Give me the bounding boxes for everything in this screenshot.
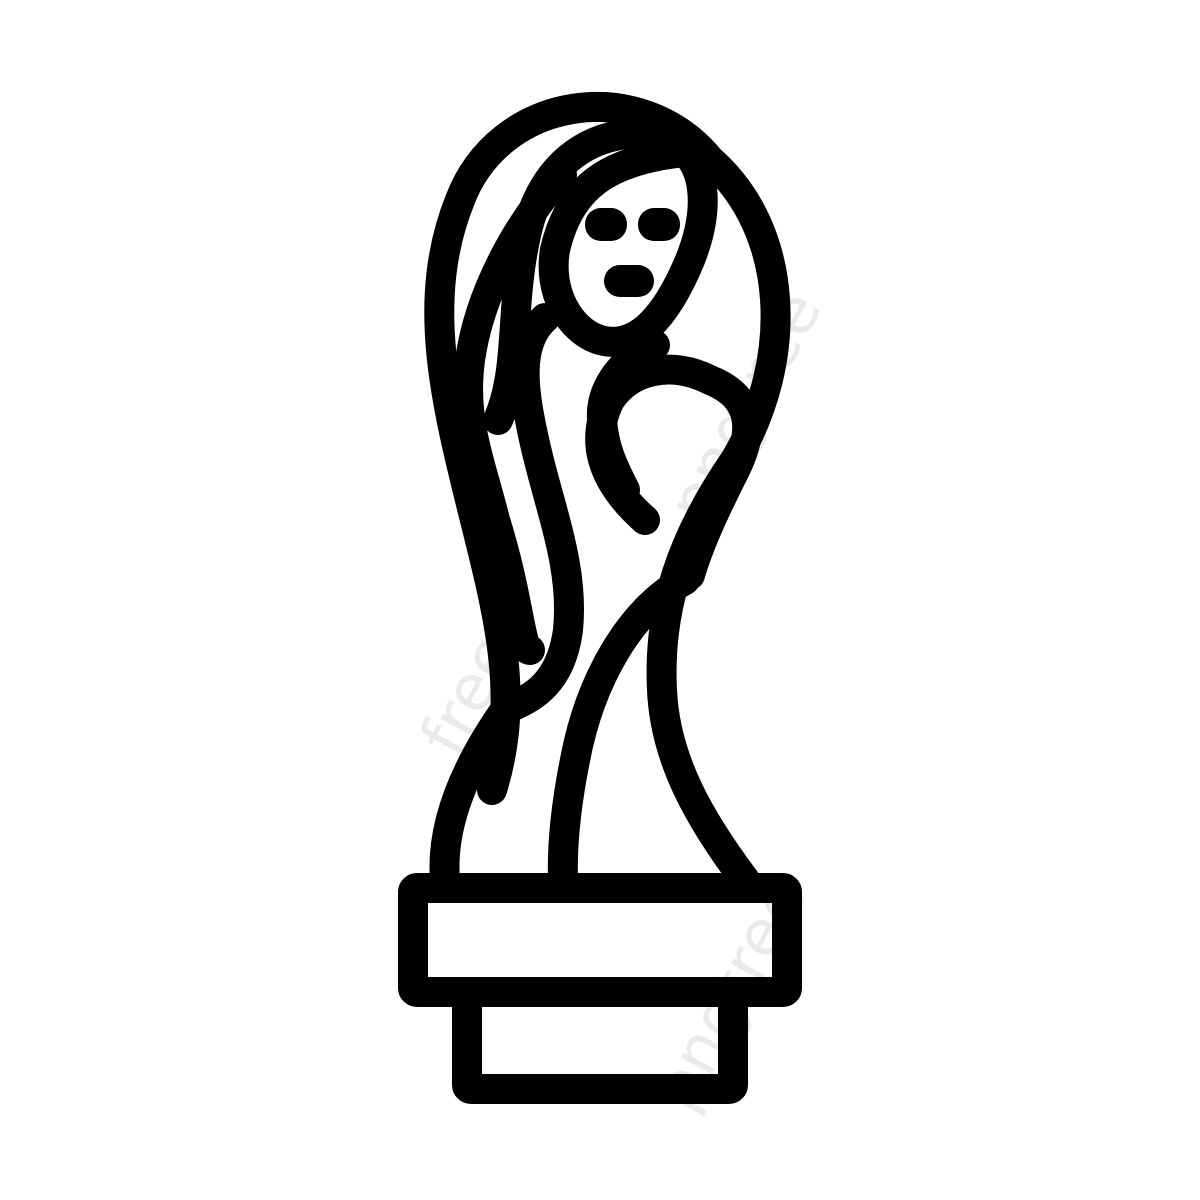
pedestal-bottom bbox=[452, 977, 748, 1104]
mouth bbox=[604, 265, 654, 297]
right-eye bbox=[638, 208, 680, 241]
body-front-line bbox=[547, 565, 700, 895]
face-outline bbox=[538, 137, 718, 357]
left-eye bbox=[585, 208, 627, 241]
shoulder-line bbox=[586, 330, 670, 505]
hair-strand-left bbox=[453, 160, 577, 665]
neck-strand bbox=[429, 303, 584, 895]
